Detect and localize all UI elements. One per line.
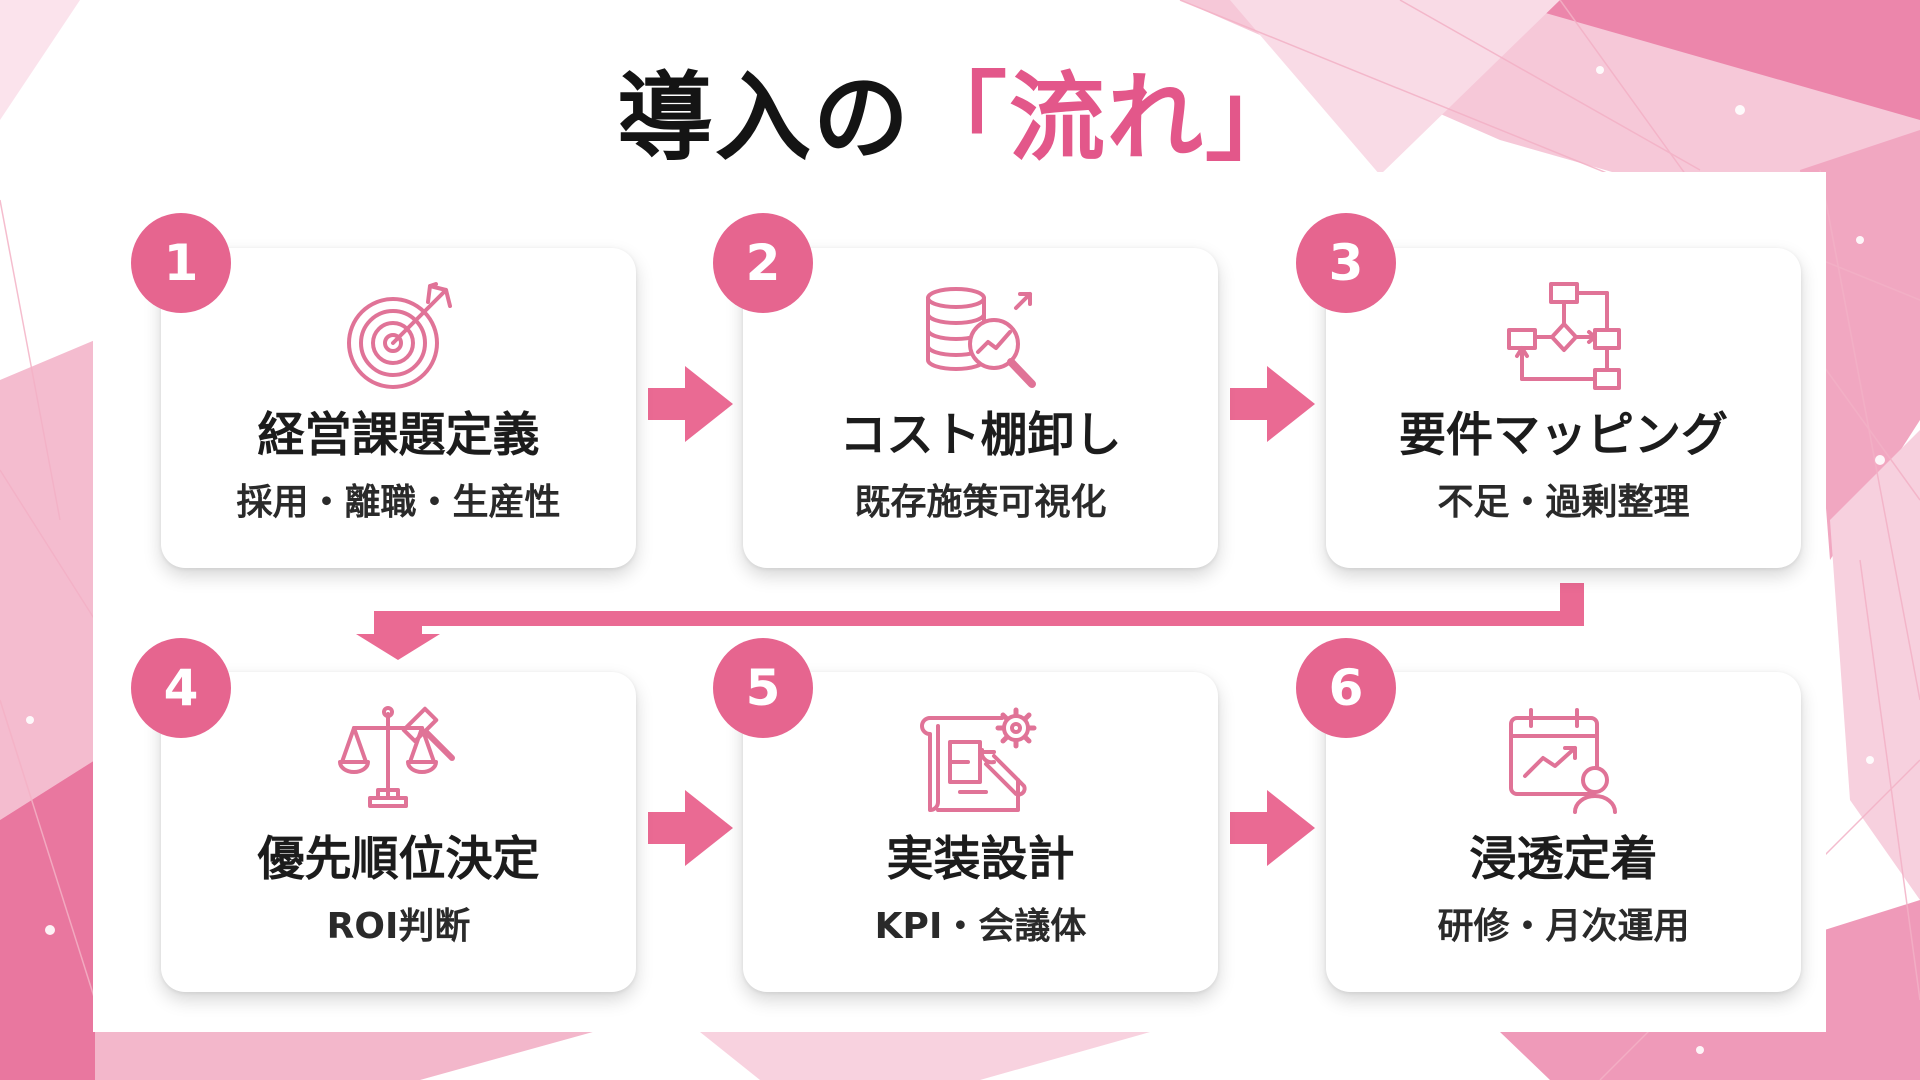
title-main: 導入の — [617, 62, 911, 174]
step-card-6: 浸透定着 研修・月次運用 — [1326, 672, 1801, 992]
step-card-5: 実装設計 KPI・会議体 — [743, 672, 1218, 992]
blueprint-gear-icon — [920, 702, 1040, 822]
calendar-growth-icon — [1503, 702, 1623, 822]
arrow-step5-to-step6 — [1230, 790, 1315, 866]
step-title: 実装設計 — [886, 832, 1075, 887]
step-title: 浸透定着 — [1469, 832, 1658, 887]
step-subtitle: 既存施策可視化 — [854, 482, 1107, 523]
target-icon — [338, 278, 458, 398]
step-number-badge-2: 2 — [713, 213, 813, 313]
flowchart-icon — [1503, 278, 1623, 398]
step-card-3: 要件マッピング 不足・過剰整理 — [1326, 248, 1801, 568]
step-card-2: コスト棚卸し 既存施策可視化 — [743, 248, 1218, 568]
database-analysis-icon — [920, 278, 1040, 398]
title-accent: 「流れ」 — [911, 62, 1303, 174]
step-card-4: 優先順位決定 ROI判断 — [161, 672, 636, 992]
arrow-step3-to-step4 — [356, 583, 1584, 660]
step-number-badge-5: 5 — [713, 638, 813, 738]
arrow-step2-to-step3 — [1230, 366, 1315, 442]
step-title: 経営課題定義 — [257, 408, 540, 463]
step-number-badge-1: 1 — [131, 213, 231, 313]
step-subtitle: KPI・会議体 — [874, 906, 1087, 947]
arrow-step4-to-step5 — [648, 790, 733, 866]
step-subtitle: 研修・月次運用 — [1437, 906, 1690, 947]
step-title: コスト棚卸し — [839, 408, 1122, 463]
arrow-step1-to-step2 — [648, 366, 733, 442]
step-subtitle: 不足・過剰整理 — [1437, 482, 1690, 523]
step-number-badge-4: 4 — [131, 638, 231, 738]
step-number-badge-6: 6 — [1296, 638, 1396, 738]
step-subtitle: 採用・離職・生産性 — [236, 482, 561, 523]
page-title: 導入の「流れ」 — [0, 58, 1920, 178]
step-number-badge-3: 3 — [1296, 213, 1396, 313]
scale-gavel-icon — [338, 702, 458, 822]
step-title: 優先順位決定 — [257, 832, 540, 887]
step-subtitle: ROI判断 — [326, 906, 471, 947]
step-card-1: 経営課題定義 採用・離職・生産性 — [161, 248, 636, 568]
step-title: 要件マッピング — [1399, 408, 1728, 463]
